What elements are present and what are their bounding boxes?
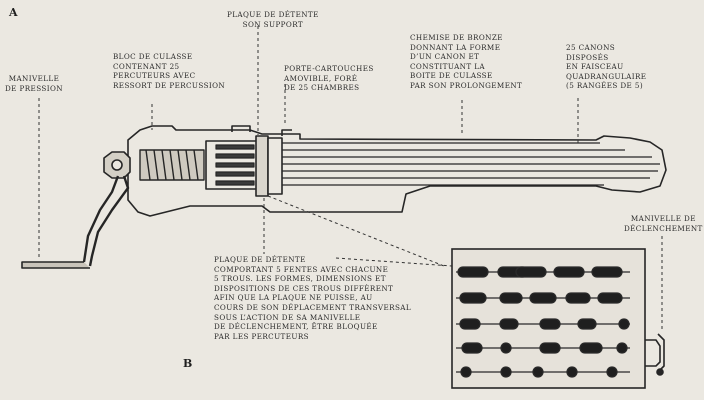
leader-lines	[38, 26, 663, 330]
slot-row-1	[456, 266, 630, 278]
trigger-plate-drawing	[451, 248, 665, 389]
cartridge-holder	[267, 137, 283, 195]
plate-tab	[281, 129, 292, 136]
label-plaque-detente-description: PLAQUE DE DÉTENTE COMPORTANT 5 FENTES AV…	[214, 255, 412, 341]
slot-row-5	[456, 366, 630, 378]
label-manivelle-pression: MANIVELLE DE PRESSION	[5, 74, 63, 93]
slot-row-2	[456, 292, 630, 304]
figure-label-a: A	[9, 6, 18, 19]
figure-label-b: B	[183, 357, 193, 370]
pressure-crank	[82, 175, 130, 267]
label-plaque-detente-support: PLAQUE DE DÉTENTE SON SUPPORT	[227, 10, 319, 29]
breech-body-outline	[127, 125, 667, 217]
label-bloc-culasse: BLOC DE CULASSE CONTENANT 25 PERCUTEURS …	[113, 52, 226, 90]
gun-drawing	[21, 125, 667, 269]
release-crank	[645, 333, 665, 376]
label-porte-cartouches: PORTE-CARTOUCHES AMOVIBLE, FORÉ DE 25 CH…	[284, 64, 374, 93]
slot-row-3	[456, 318, 630, 330]
barrel-bundle	[270, 142, 660, 186]
spring	[139, 149, 205, 181]
slot-row-4	[456, 342, 630, 354]
label-manivelle-declenchement: MANIVELLE DE DÉCLENCHEMENT	[624, 214, 703, 233]
support-tab	[231, 125, 251, 132]
label-canons: 25 CANONS DISPOSÉS EN FAISCEAU QUADRANGU…	[566, 43, 647, 91]
label-chemise-bronze: CHEMISE DE BRONZE DONNANT LA FORME D’UN …	[410, 33, 523, 90]
trigger-plate-support	[255, 135, 269, 197]
percussion-pins	[215, 144, 255, 186]
crank-handle	[21, 261, 90, 269]
